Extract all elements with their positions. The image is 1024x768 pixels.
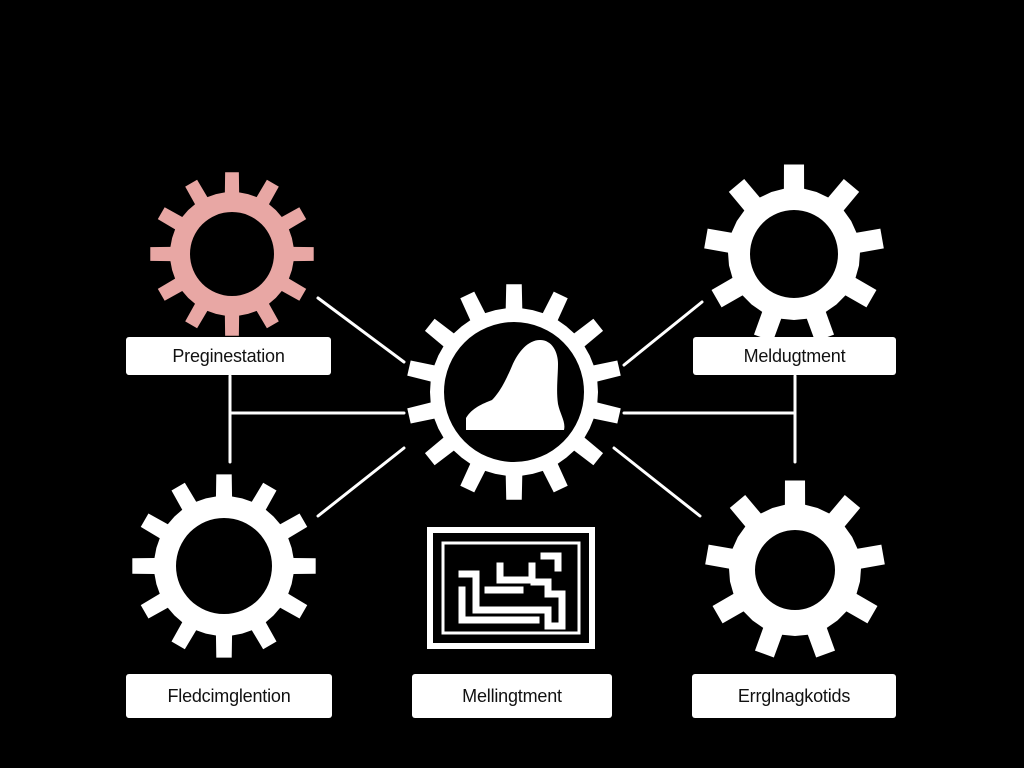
circuit-board-icon xyxy=(427,527,595,649)
gear-icon xyxy=(704,164,884,342)
mountain-shape-icon xyxy=(466,340,565,430)
node-label-text: Preginestation xyxy=(172,345,285,366)
node-label-text: Meldugtment xyxy=(743,345,846,366)
gear-icon xyxy=(705,480,885,658)
connectors xyxy=(228,296,797,518)
gear-shape xyxy=(407,284,621,500)
connector-hub-bottom-right xyxy=(612,446,702,518)
gear-shape xyxy=(132,474,316,658)
label-bottom-center: Mellingtment xyxy=(412,674,612,718)
gear-shape xyxy=(705,480,885,658)
label-bottom-left: Fledcimglention xyxy=(126,674,332,718)
label-top-left: Preginestation xyxy=(126,337,331,375)
gear-icon xyxy=(132,474,316,658)
connector-hub-top-left xyxy=(316,296,406,364)
gear-icon xyxy=(150,172,314,336)
gear-shape xyxy=(704,164,884,342)
label-top-right: Meldugtment xyxy=(693,337,896,375)
connector-hub-bottom-left xyxy=(316,446,406,518)
node-label-text: Errglnagkotids xyxy=(737,685,851,706)
label-bottom-right: Errglnagkotids xyxy=(692,674,896,718)
connector-hub-top-right xyxy=(622,300,704,367)
gear-shape xyxy=(150,172,314,336)
hub-gear-icon xyxy=(407,284,621,500)
node-label-text: Fledcimglention xyxy=(167,685,291,706)
node-label-text: Mellingtment xyxy=(462,685,562,706)
